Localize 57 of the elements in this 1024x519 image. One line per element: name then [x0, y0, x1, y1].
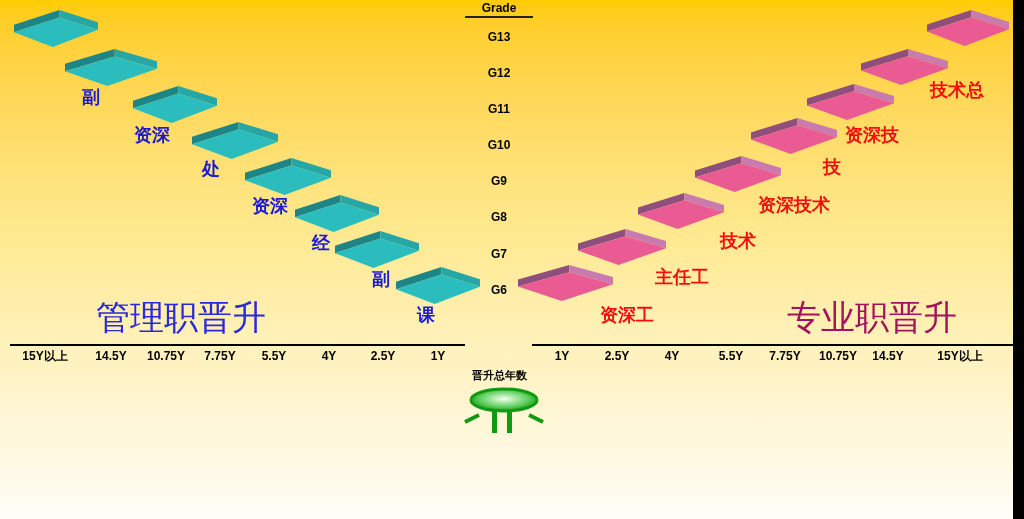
axis-tick-label: 2.5Y: [604, 349, 630, 363]
rank-label: 资深工: [600, 305, 654, 325]
grade-label: G12: [487, 66, 511, 80]
rank-label: 资深技术: [758, 195, 830, 215]
axis-tick-label: 4Y: [321, 349, 337, 363]
axis-tick-label: 10.75Y: [147, 349, 185, 363]
axis-tick-label: 15Y以上: [22, 349, 68, 363]
axis-tick-label: 5.5Y: [261, 349, 287, 363]
grade-label: G8: [491, 210, 507, 224]
axis-tick-label: 1Y: [554, 349, 570, 363]
rank-label: 主任工: [655, 267, 709, 287]
section-title: 专业职晋升: [787, 298, 957, 338]
grade-label: G13: [487, 30, 511, 44]
axis-tick-label: 14.5Y: [872, 349, 904, 363]
axis-tick-label: 14.5Y: [95, 349, 127, 363]
axis-tick-label: 7.75Y: [769, 349, 801, 363]
rank-label: 资深: [252, 196, 288, 216]
grade-label: G11: [488, 102, 510, 116]
stair-step: [751, 118, 837, 154]
rank-label: 技: [823, 157, 841, 177]
stair-step: [578, 229, 666, 265]
axis-tick-label: 2.5Y: [370, 349, 396, 363]
stair-step: [518, 265, 613, 301]
axis-tick-label: 1Y: [430, 349, 446, 363]
stair-step: [65, 49, 157, 86]
rank-label: 资深: [134, 125, 170, 145]
grade-label: G10: [487, 138, 511, 152]
axis-caption: 晋升总年数: [471, 368, 527, 382]
stair-step: [807, 84, 894, 120]
rank-label: 副: [372, 269, 390, 289]
grade-label: G6: [491, 283, 507, 297]
stair-step: [335, 231, 419, 268]
rank-label: 技术总: [930, 80, 984, 100]
stair-step: [638, 193, 724, 229]
column-header: Grade: [465, 1, 533, 18]
axis-tick-label: 5.5Y: [718, 349, 744, 363]
stair-step: [133, 86, 217, 123]
rank-label: 资深技: [845, 125, 899, 145]
axis-tick-label: 10.75Y: [819, 349, 857, 363]
stair-step: [927, 10, 1009, 46]
stair-step: [695, 156, 781, 192]
rank-label: 经: [312, 233, 330, 253]
axis-tick-label: 4Y: [664, 349, 680, 363]
stair-step: [192, 122, 278, 159]
stair-step: [396, 267, 480, 304]
section-title: 管理职晋升: [96, 298, 266, 338]
stair-step: [295, 195, 379, 232]
grade-label: G7: [491, 247, 507, 261]
rank-label: 技术: [720, 231, 756, 251]
grade-label: G9: [491, 174, 507, 188]
axis-tick-label: 7.75Y: [204, 349, 236, 363]
stair-step: [14, 10, 98, 47]
rank-label: 副: [82, 87, 100, 107]
stair-step: [245, 158, 331, 195]
rank-label: 处: [202, 159, 220, 179]
rank-label: 课: [417, 305, 435, 325]
axis-tick-label: 15Y以上: [937, 349, 983, 363]
